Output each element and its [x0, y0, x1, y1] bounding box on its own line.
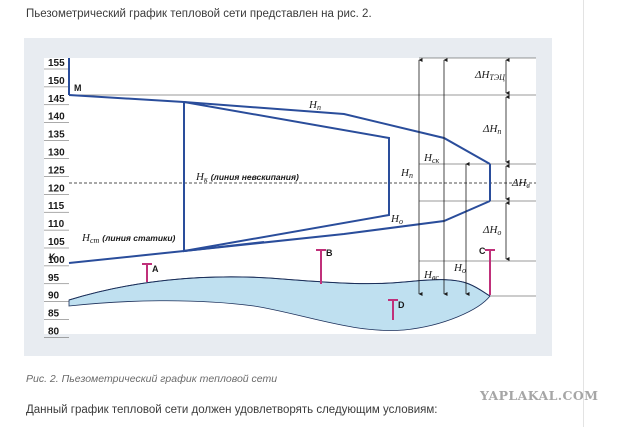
y-tick-label: 95: [48, 273, 60, 284]
outro-text: Данный график тепловой сети должен удовл…: [26, 404, 438, 416]
y-tick-label: 110: [48, 219, 65, 230]
label-hp-mid: Hп: [400, 167, 413, 180]
label-hp-top: Hп: [308, 99, 321, 112]
y-tick-label: 125: [48, 165, 65, 176]
marker-pins: [142, 249, 495, 320]
graph-lines: [68, 58, 491, 264]
point-a: A: [152, 264, 159, 274]
label-dh-tec: ΔHТЭЦ: [474, 69, 506, 82]
point-d: D: [398, 300, 405, 310]
y-tick-label: 90: [48, 291, 60, 302]
y-tick-label: 105: [48, 237, 65, 248]
y-tick-label: 80: [48, 327, 60, 338]
y-tick-label: 100: [48, 255, 65, 266]
label-hst: Hст(линия статики): [81, 232, 176, 245]
point-b: B: [326, 248, 333, 258]
y-tick-label: 135: [48, 130, 65, 141]
return-line: [68, 200, 491, 264]
figure-caption: Рис. 2. Пьезометрический график тепловой…: [26, 373, 278, 385]
y-tick-label: 150: [48, 76, 65, 87]
label-hvs: Hвс: [423, 269, 439, 282]
terrain-profile-line: [68, 276, 491, 301]
label-ho-right: Hо: [453, 262, 466, 275]
y-tick-label: 155: [48, 58, 65, 69]
sidebar-divider: [583, 0, 584, 427]
supply-line: [68, 94, 491, 165]
point-c: C: [479, 246, 486, 256]
y-tick-label: 85: [48, 309, 60, 320]
boiling-line-loop: [183, 101, 390, 253]
y-axis-ticks: 155 150 145 140 135 130 125 120 115 110 105 100 95 90…: [44, 58, 69, 338]
intro-text: Пьезометрический график тепловой сети пр…: [26, 8, 372, 20]
point-k: K: [49, 252, 56, 262]
label-dh-v: ΔHв: [511, 177, 530, 190]
y-tick-label: 115: [48, 201, 65, 212]
static-line-segment: [183, 241, 265, 252]
label-dh-o: ΔHо: [482, 224, 501, 237]
chart-svg: 155 150 145 140 135 130 125 120 115 110 105 100 95 90…: [44, 57, 536, 338]
y-tick-label: 145: [48, 94, 65, 105]
label-ho-mid: Hо: [390, 213, 403, 226]
label-hsk: Hск: [423, 152, 440, 165]
label-hk: Hк(линия невскипания): [195, 171, 299, 184]
piezometric-chart: 155 150 145 140 135 130 125 120 115 110 105 100 95 90…: [24, 38, 552, 356]
y-tick-label: 130: [48, 148, 65, 159]
site-watermark: YAPLAKAL.COM: [480, 388, 599, 403]
point-m: M: [74, 83, 82, 93]
dimension-arrows: [418, 58, 510, 296]
y-tick-label: 140: [48, 112, 65, 123]
y-tick-label: 120: [48, 183, 65, 194]
label-dh-p: ΔHп: [482, 123, 501, 136]
